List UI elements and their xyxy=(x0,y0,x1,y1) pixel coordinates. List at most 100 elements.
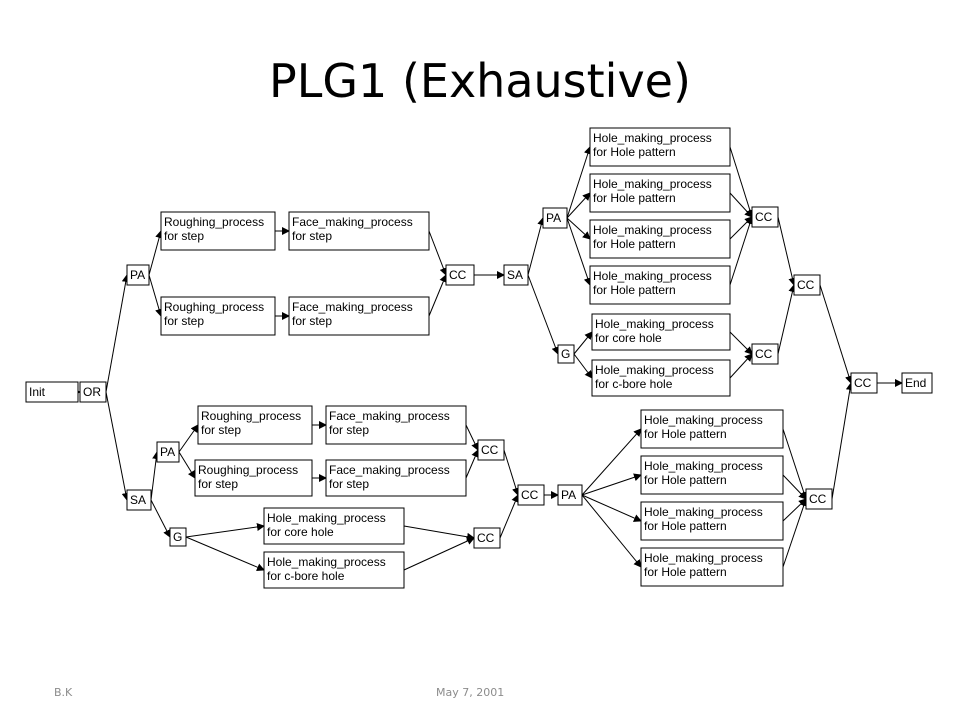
footer-author: B.K xyxy=(54,686,73,699)
node-label-line: Hole_making_process xyxy=(644,413,763,427)
edge-pa2-to-h2 xyxy=(566,192,591,219)
edge-hc2-to-cc7 xyxy=(403,525,475,541)
node-label-line: for Hole pattern xyxy=(644,565,727,579)
edge-pa3-to-r3 xyxy=(178,424,199,453)
node-box xyxy=(591,359,731,397)
node-box xyxy=(640,455,784,495)
node-pa4: PA xyxy=(557,484,583,506)
node-label-line: for Hole pattern xyxy=(593,191,676,205)
node-label-line: Hole_making_process xyxy=(593,177,712,191)
node-label-line: Roughing_process xyxy=(164,215,264,229)
edge-h5-to-cc9 xyxy=(782,428,808,500)
node-label-line: Hole_making_process xyxy=(593,269,712,283)
node-box xyxy=(640,409,784,449)
node-box xyxy=(640,501,784,541)
node-box xyxy=(25,381,79,403)
node-box xyxy=(473,527,501,549)
edge-f1-to-cc1 xyxy=(428,230,448,276)
edge-f2-to-cc1 xyxy=(428,274,448,317)
node-label-line: Hole_making_process xyxy=(267,511,386,525)
node-box xyxy=(557,484,583,506)
node-cc3: CC xyxy=(751,343,779,365)
node-box xyxy=(805,488,833,510)
node-label-line: Hole_making_process xyxy=(595,363,714,377)
node-box xyxy=(325,405,467,445)
edge-cc6-to-cc8 xyxy=(503,449,520,496)
node-box xyxy=(160,296,276,336)
node-box xyxy=(589,265,731,305)
node-label-line: for core hole xyxy=(267,525,334,539)
node-box xyxy=(640,547,784,587)
node-box xyxy=(445,264,475,286)
node-box xyxy=(288,296,430,336)
node-box xyxy=(850,372,878,394)
edge-cc2-to-cc4 xyxy=(777,216,797,286)
node-label: CC xyxy=(477,531,495,545)
edge-cc7-to-cc8 xyxy=(499,494,519,539)
node-label-line: Hole_making_process xyxy=(593,223,712,237)
edge-hb1-to-cc3 xyxy=(729,353,753,379)
edge-or-to-pa1 xyxy=(105,274,130,393)
edge-hb2-to-cc7 xyxy=(403,537,475,571)
edge-f4-to-cc6 xyxy=(465,449,479,479)
node-label: PA xyxy=(130,268,145,282)
edge-h1-to-cc2 xyxy=(729,146,754,218)
edge-sa2-to-g2 xyxy=(150,499,171,538)
node-label: CC xyxy=(797,278,815,292)
node-label: CC xyxy=(809,492,827,506)
node-box xyxy=(503,264,529,286)
edge-pa2-to-h1 xyxy=(566,146,592,219)
edge-cc9-to-cc5 xyxy=(831,382,854,500)
node-cc7: CC xyxy=(473,527,501,549)
node-cc6: CC xyxy=(477,439,505,461)
node-label: G xyxy=(561,347,570,361)
node-label-line: Roughing_process xyxy=(201,409,301,423)
node-box xyxy=(169,527,187,547)
node-label: CC xyxy=(854,376,872,390)
edge-cc4-to-cc5 xyxy=(819,284,853,384)
node-label-line: for Hole pattern xyxy=(593,237,676,251)
node-label-line: Roughing_process xyxy=(164,300,264,314)
node-label-line: for step xyxy=(329,423,369,437)
edge-pa1-to-r1 xyxy=(148,230,164,276)
edge-sa1-to-g1 xyxy=(527,274,560,355)
edge-pa4-to-h5 xyxy=(581,428,642,496)
edge-pa2-to-h3 xyxy=(566,217,591,240)
edge-h6-to-cc9 xyxy=(782,474,807,500)
node-cc4: CC xyxy=(793,274,821,296)
node-box xyxy=(517,484,545,506)
node-label-line: for step xyxy=(292,229,332,243)
node-box xyxy=(160,211,276,251)
node-box xyxy=(751,206,779,228)
edge-pa2-to-h4 xyxy=(566,217,592,286)
edge-f3-to-cc6 xyxy=(465,424,479,451)
node-cc1: CC xyxy=(445,264,475,286)
node-label-line: for c-bore hole xyxy=(595,377,673,391)
edge-g1-to-hc1 xyxy=(573,331,593,355)
node-label-line: for c-bore hole xyxy=(267,569,345,583)
edge-pa1-to-r2 xyxy=(148,274,163,317)
node-label-line: Face_making_process xyxy=(292,300,413,314)
node-box xyxy=(156,441,180,463)
node-label-line: Hole_making_process xyxy=(644,551,763,565)
node-cc8: CC xyxy=(517,484,545,506)
node-pa2: PA xyxy=(542,207,568,229)
edge-g2-to-hb2 xyxy=(185,536,265,571)
node-label-line: Hole_making_process xyxy=(595,317,714,331)
node-g1: G xyxy=(557,344,575,364)
footer-date: May 7, 2001 xyxy=(436,686,505,699)
node-pa1: PA xyxy=(126,264,150,286)
node-label: CC xyxy=(521,488,539,502)
